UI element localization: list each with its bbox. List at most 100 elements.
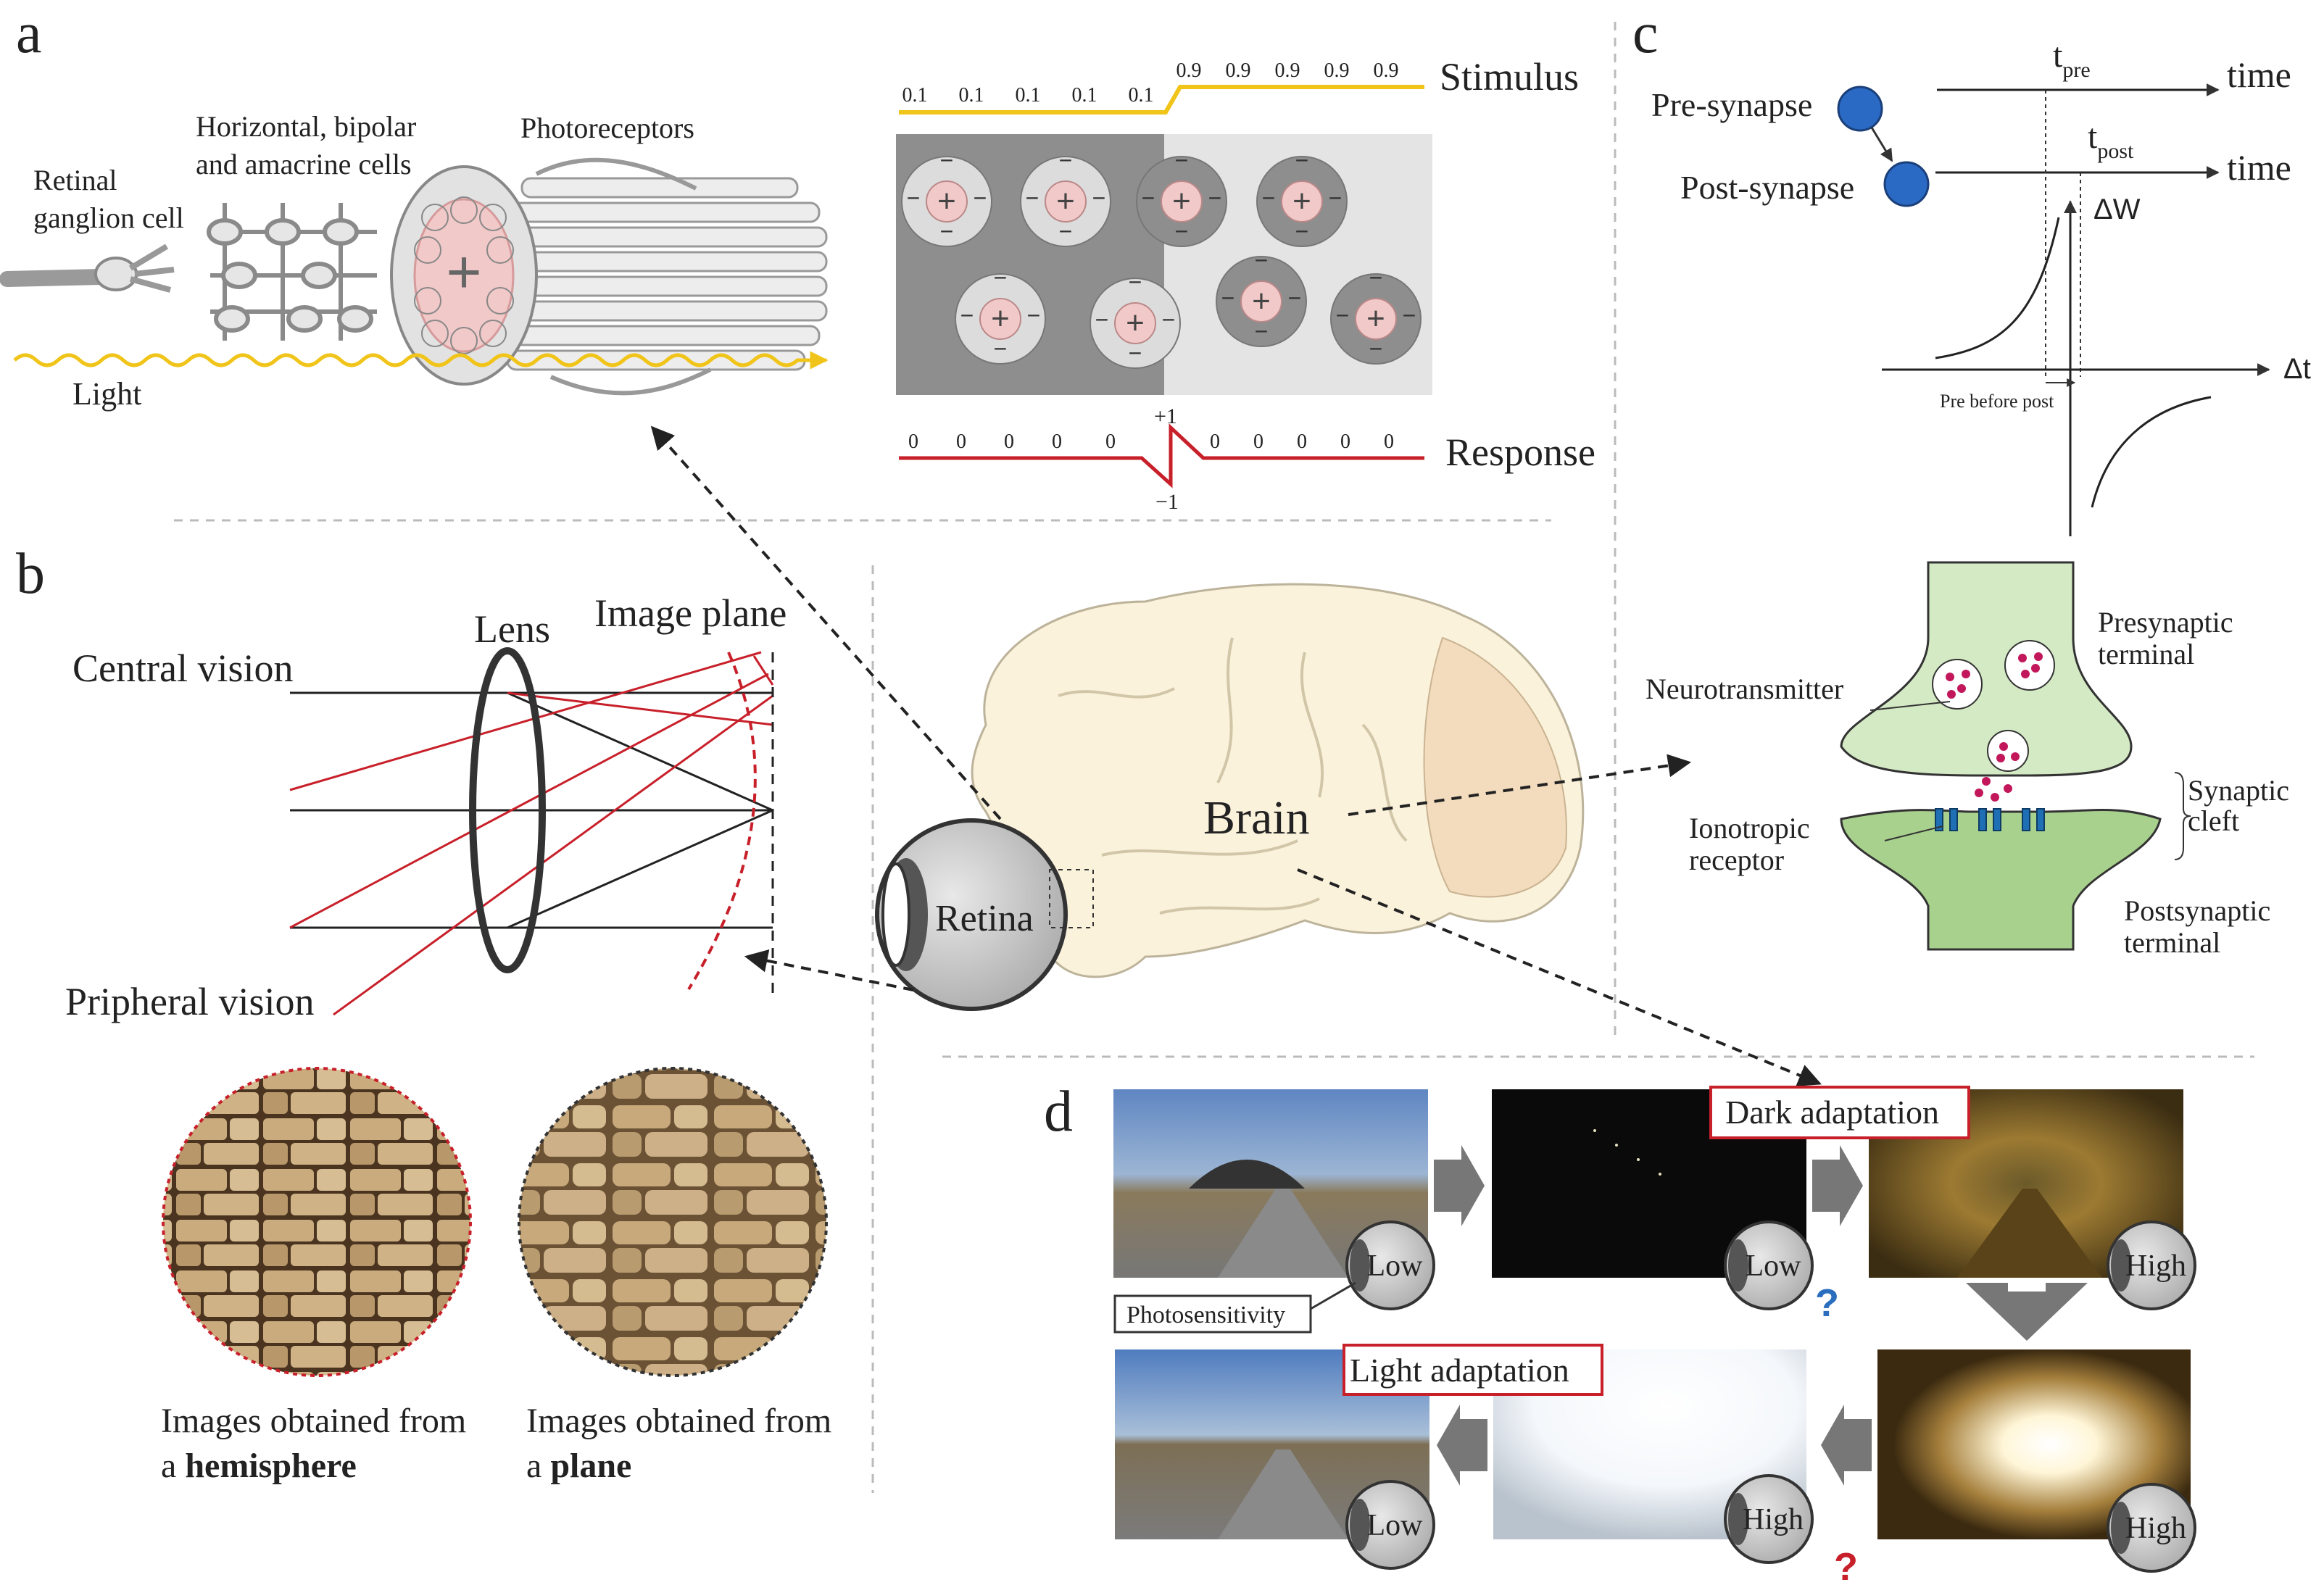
stimulus-value: 0.9 bbox=[1176, 59, 1202, 82]
stimulus-value: 0.9 bbox=[1374, 59, 1399, 82]
surround-minus: − bbox=[940, 147, 954, 173]
center-plus: + bbox=[1292, 183, 1311, 219]
receptive-field-cell: +−−−− bbox=[1330, 265, 1422, 365]
label-peripheral-vision: Pripheral vision bbox=[65, 980, 314, 1023]
brain-illustration bbox=[971, 583, 1585, 978]
eye-icon: Low bbox=[1345, 1220, 1435, 1310]
label-retina: Retina bbox=[935, 898, 1034, 939]
stdp-timing-diagram bbox=[1837, 83, 2270, 536]
eye-illustration bbox=[875, 818, 1094, 1011]
response-value: 0 bbox=[1004, 431, 1014, 453]
surround-minus: − bbox=[1221, 285, 1235, 311]
surround-minus: − bbox=[1208, 185, 1222, 211]
receptive-field-cell: +−−−− bbox=[1256, 147, 1348, 247]
surround-minus: − bbox=[994, 265, 1008, 291]
surround-minus: − bbox=[1026, 185, 1039, 211]
center-plus: + bbox=[1126, 305, 1145, 341]
label-retinal-ganglion-line2: ganglion cell bbox=[33, 201, 184, 234]
connector-arrows bbox=[650, 425, 1822, 1086]
photosensitivity-level: Low bbox=[1367, 1249, 1424, 1283]
surround-minus: − bbox=[1288, 285, 1302, 311]
plane-image bbox=[518, 1067, 828, 1377]
surround-minus: − bbox=[974, 185, 987, 211]
label-post-synapse: Post-synapse bbox=[1680, 169, 1854, 206]
surround-minus: − bbox=[994, 336, 1008, 362]
response-peak: +1 bbox=[1154, 404, 1177, 428]
surround-minus: − bbox=[1142, 185, 1155, 211]
bipolar-cells bbox=[207, 203, 377, 341]
ltd-curve bbox=[2091, 396, 2212, 508]
eye-icon: Low bbox=[1724, 1220, 1814, 1310]
label-lens: Lens bbox=[474, 607, 550, 651]
surround-minus: − bbox=[1162, 307, 1176, 333]
surround-minus: − bbox=[907, 185, 921, 211]
label-light: Light bbox=[72, 376, 141, 412]
surround-minus: − bbox=[1295, 218, 1309, 244]
center-plus: + bbox=[1172, 183, 1191, 219]
label-delta-w: ΔW bbox=[2093, 194, 2141, 225]
center-plus: + bbox=[1366, 301, 1385, 336]
surround-minus: − bbox=[960, 302, 974, 328]
label-time-pre: time bbox=[2227, 54, 2291, 95]
response-value: 0 bbox=[1105, 431, 1116, 453]
light-wave bbox=[13, 351, 829, 370]
center-plus: + bbox=[991, 301, 1010, 336]
surround-minus: − bbox=[1255, 318, 1269, 344]
label-presynaptic-line1: Presynaptic bbox=[2098, 606, 2233, 639]
label-synaptic-cleft-line2: cleft bbox=[2188, 804, 2239, 837]
ganglion-cell-body bbox=[94, 257, 138, 291]
synapse-illustration bbox=[1840, 561, 2191, 951]
response-value: 0 bbox=[956, 431, 966, 453]
surround-minus: − bbox=[1175, 147, 1189, 173]
surround-minus: − bbox=[1255, 247, 1269, 273]
response-value: 0 bbox=[1253, 431, 1263, 453]
label-horizontal-cells-line2: and amacrine cells bbox=[196, 148, 412, 180]
surround-minus: − bbox=[1059, 147, 1073, 173]
receptive-field-cell: +−−−− bbox=[1020, 147, 1111, 247]
label-pre-synapse: Pre-synapse bbox=[1651, 86, 1812, 123]
receptive-field-cell: +−−−− bbox=[955, 265, 1046, 365]
surround-minus: − bbox=[1092, 185, 1106, 211]
stimulus-trace bbox=[899, 85, 1424, 115]
center-plus-sign: + bbox=[446, 238, 481, 306]
photosensitivity-level: Low bbox=[1367, 1509, 1424, 1542]
center-plus: + bbox=[1056, 183, 1075, 219]
label-postsynaptic-line2: terminal bbox=[2124, 926, 2220, 959]
center-plus: + bbox=[937, 183, 956, 219]
response-trace bbox=[899, 423, 1424, 488]
photosensitivity-level: High bbox=[2125, 1512, 2186, 1545]
eye-icon: High bbox=[2107, 1483, 2196, 1573]
receptive-field-cell: +−−−− bbox=[1090, 269, 1181, 369]
eye-icon: High bbox=[1724, 1474, 1814, 1564]
label-brain: Brain bbox=[1203, 791, 1310, 844]
label-t-pre: tpre bbox=[2053, 36, 2091, 82]
label-ionotropic-line2: receptor bbox=[1689, 844, 1784, 876]
surround-minus: − bbox=[1336, 302, 1350, 328]
surround-minus: − bbox=[1403, 302, 1416, 328]
eye-icon: Low bbox=[1345, 1480, 1435, 1570]
panel-label-d: d bbox=[1044, 1080, 1073, 1144]
post-synapse-node bbox=[1883, 161, 1930, 207]
panel-separators bbox=[174, 22, 2254, 1493]
surround-minus: − bbox=[1129, 269, 1142, 295]
retina-cell-illustration: + bbox=[0, 157, 829, 396]
light-adaptation-box bbox=[1342, 1344, 1603, 1396]
stimulus-value: 0.9 bbox=[1324, 59, 1350, 82]
response-value: 0 bbox=[1297, 431, 1307, 453]
label-postsynaptic-line1: Postsynaptic bbox=[2124, 894, 2270, 927]
surround-minus: − bbox=[1027, 302, 1041, 328]
flow-arrows bbox=[1434, 1145, 2088, 1486]
surround-minus: − bbox=[1175, 218, 1189, 244]
receptive-field-cell: +−−−− bbox=[901, 147, 992, 247]
label-image-plane: Image plane bbox=[594, 591, 787, 635]
stimulus-value: 0.9 bbox=[1226, 59, 1251, 82]
optics-diagram bbox=[289, 647, 774, 1016]
label-delta-t: Δt bbox=[2283, 353, 2311, 385]
label-response: Response bbox=[1445, 431, 1595, 474]
lens-shape bbox=[469, 647, 546, 973]
label-neurotransmitter: Neurotransmitter bbox=[1646, 673, 1843, 705]
